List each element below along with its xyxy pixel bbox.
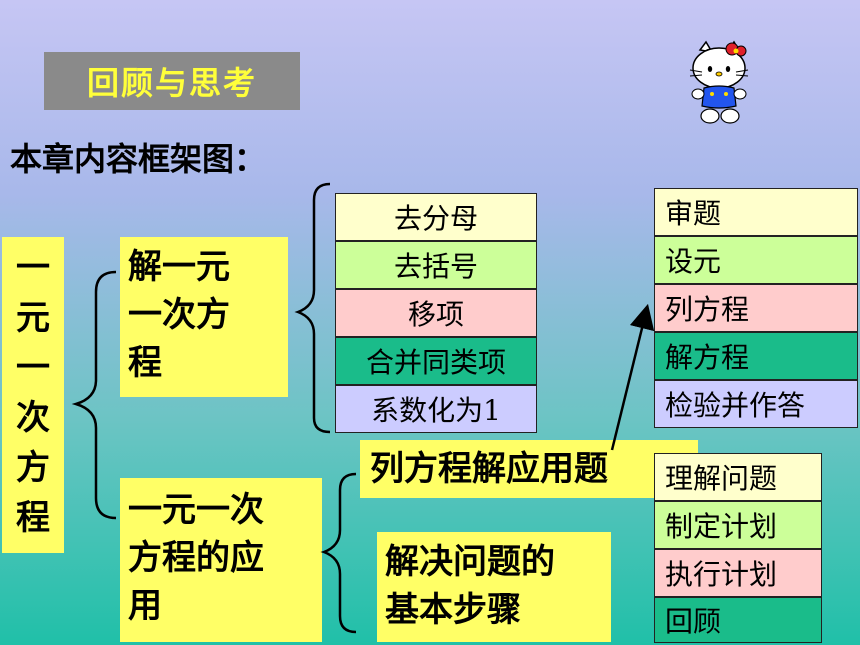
word-step-review: 审题: [654, 188, 858, 236]
solve-line: 程: [128, 343, 162, 383]
main-topic-char: 方: [16, 448, 50, 488]
apply-line: 用: [128, 586, 162, 626]
main-topic-char: 一: [16, 348, 50, 388]
main-topic-char: 程: [16, 498, 50, 538]
solve-line: 解一元: [128, 247, 230, 287]
arrow-to-word-steps: [610, 303, 655, 451]
solve-step-brackets: 去括号: [335, 241, 537, 289]
word-step-check: 检验并作答: [654, 380, 858, 428]
apply-line: 一元一次: [128, 490, 264, 530]
basic-step-plan: 制定计划: [654, 501, 822, 549]
basic-step-review: 回顾: [654, 597, 822, 643]
word-step-variable: 设元: [654, 236, 858, 284]
brace-main: [71, 270, 117, 520]
main-topic-char: 一: [16, 248, 50, 288]
word-step-set-equation: 列方程: [654, 284, 858, 332]
main-topic-box: 一 元 一 次 方 程: [2, 237, 64, 553]
apply-line: 方程的应: [128, 538, 264, 578]
main-topic-char: 元: [16, 298, 50, 338]
brace-apply: [320, 472, 357, 634]
basic-steps-box: 解决问题的 基本步骤: [377, 532, 611, 642]
application-box: 一元一次 方程的应 用: [120, 478, 322, 642]
solve-line: 一次方: [128, 295, 230, 335]
solve-step-denominator: 去分母: [335, 193, 537, 241]
basic-step-understand: 理解问题: [654, 453, 822, 501]
solve-step-coefficient: 系数化为1: [335, 385, 537, 433]
main-topic-char: 次: [16, 398, 50, 438]
brace-solve: [294, 182, 331, 434]
solve-equation-box: 解一元 一次方 程: [120, 237, 288, 397]
page-title: 回顾与思考: [44, 52, 300, 110]
basic-steps-line: 解决问题的: [385, 542, 555, 582]
solve-step-transpose: 移项: [335, 289, 537, 337]
basic-step-execute: 执行计划: [654, 549, 822, 597]
diagram-subtitle: 本章内容框架图：: [10, 140, 267, 178]
word-step-solve: 解方程: [654, 332, 858, 380]
basic-steps-line: 基本步骤: [385, 590, 521, 630]
word-problem-box: 列方程解应用题: [360, 440, 698, 498]
hello-kitty-icon: [689, 40, 749, 124]
solve-step-combine: 合并同类项: [335, 337, 537, 385]
